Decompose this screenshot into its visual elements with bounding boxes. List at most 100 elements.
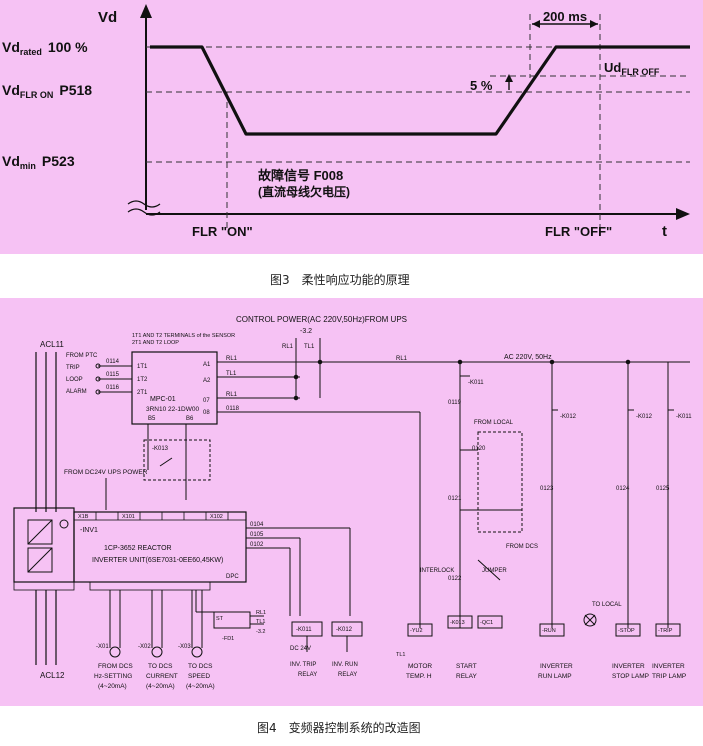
svg-text:0102: 0102 bbox=[250, 542, 264, 548]
svg-text:-X03: -X03 bbox=[178, 644, 191, 650]
svg-text:B6: B6 bbox=[186, 416, 194, 422]
voltage-curve bbox=[150, 45, 690, 136]
inverter-led-icon bbox=[59, 519, 69, 529]
svg-text:-X02: -X02 bbox=[138, 644, 151, 650]
svg-text:A2: A2 bbox=[203, 378, 211, 384]
svg-text:(4~20mA): (4~20mA) bbox=[98, 683, 127, 690]
svg-text:CURRENT: CURRENT bbox=[146, 673, 178, 680]
ladder-coil-tags: -YU2 -K013 -QC1 -RUN -STOP -TRIP TL1 bbox=[396, 620, 673, 658]
rectifier-diag bbox=[27, 519, 53, 545]
contact-labels: -K011 -K012 -K012 -K011 0119 0120 0121 0… bbox=[448, 380, 692, 582]
svg-text:0114: 0114 bbox=[106, 359, 120, 365]
inverter-line-1: 1CP-3652 REACTOR bbox=[104, 545, 172, 552]
svg-text:TL1: TL1 bbox=[226, 371, 237, 377]
delay-arrow-right bbox=[590, 20, 598, 28]
svg-text:TO DCS: TO DCS bbox=[148, 663, 173, 670]
percent-arrow-up bbox=[505, 74, 513, 82]
ptc-input-labels: FROM PTC TRIP LOOP ALARM bbox=[66, 353, 98, 395]
inverter-name: -INV1 bbox=[80, 527, 98, 534]
svg-text:0118: 0118 bbox=[226, 406, 240, 412]
ud-off-label: UdFLR OFF bbox=[604, 60, 660, 77]
svg-text:RL1: RL1 bbox=[282, 344, 294, 350]
svg-text:-K011: -K011 bbox=[468, 380, 484, 386]
svg-text:RELAY: RELAY bbox=[298, 672, 317, 678]
to-local-label: TO LOCAL bbox=[592, 602, 622, 608]
axis-break-mark bbox=[127, 200, 161, 216]
from-dcs-label: FROM DCS bbox=[506, 544, 538, 550]
ladder-labels: MOTOR TEMP. H START RELAY INVERTER RUN L… bbox=[406, 663, 686, 680]
svg-text:-RUN: -RUN bbox=[542, 628, 556, 634]
delay-arrow-left bbox=[532, 20, 540, 28]
svg-text:-YU2: -YU2 bbox=[410, 628, 423, 634]
svg-text:0123: 0123 bbox=[540, 486, 554, 492]
control-power-title: CONTROL POWER(AC 220V,50Hz)FROM UPS bbox=[236, 315, 407, 324]
svg-text:-K011: -K011 bbox=[676, 414, 692, 420]
svg-text:0116: 0116 bbox=[106, 385, 120, 391]
svg-text:0121: 0121 bbox=[448, 496, 462, 502]
x-axis-label: t bbox=[662, 223, 667, 240]
fault-signal-label: 故障信号 F008 bbox=[258, 168, 343, 183]
svg-text:FROM DCS: FROM DCS bbox=[98, 663, 133, 670]
ptc-wires bbox=[95, 363, 132, 395]
svg-text:0122: 0122 bbox=[448, 576, 462, 582]
svg-text:TEMP. H: TEMP. H bbox=[406, 673, 432, 680]
ladder-coils bbox=[407, 615, 681, 637]
inverter-dpc: DPC bbox=[226, 574, 239, 580]
st-block bbox=[195, 590, 264, 629]
svg-text:0124: 0124 bbox=[616, 486, 630, 492]
figure3-background bbox=[0, 0, 703, 254]
control-power-sub: -3.2 bbox=[300, 328, 312, 335]
svg-text:RL1: RL1 bbox=[256, 610, 266, 616]
delay-label: 200 ms bbox=[543, 9, 587, 24]
svg-text:A1: A1 bbox=[203, 362, 211, 368]
svg-text:DC 24V: DC 24V bbox=[290, 646, 311, 652]
svg-text:INVERTER: INVERTER bbox=[652, 663, 685, 670]
x-axis-arrow bbox=[676, 208, 690, 220]
mpc-note-1: 1T1 AND T2 TERMINALS of the SENSOR bbox=[132, 333, 235, 339]
inverter-diag bbox=[27, 547, 53, 573]
svg-text:0105: 0105 bbox=[250, 532, 264, 538]
svg-text:(4~20mA): (4~20mA) bbox=[186, 683, 215, 690]
from-local-label: FROM LOCAL bbox=[474, 420, 514, 426]
inverter-symbol bbox=[27, 547, 53, 573]
inverter-line-2: INVERTER UNIT(6SE7031-0EE60,45KW) bbox=[92, 557, 223, 564]
svg-text:X1B: X1B bbox=[78, 514, 89, 520]
percent-label: 5 % bbox=[470, 78, 493, 93]
ac-supply-label: AC 220V, 50Hz bbox=[504, 354, 552, 361]
inverter-wire-numbers: 0104 0105 0102 bbox=[250, 522, 264, 548]
svg-text:RUN LAMP: RUN LAMP bbox=[538, 673, 572, 680]
svg-text:RL1: RL1 bbox=[226, 392, 238, 398]
svg-text:Hz-SETTING: Hz-SETTING bbox=[94, 673, 132, 680]
st-labels: ST RL1 TL1 -3.2 -FD1 bbox=[216, 610, 266, 642]
mpc-name: MPC-01 bbox=[150, 396, 176, 403]
svg-text:X101: X101 bbox=[122, 514, 135, 520]
inverter-output-wires bbox=[246, 527, 351, 616]
svg-text:-3.2: -3.2 bbox=[256, 629, 265, 635]
svg-text:STOP LAMP: STOP LAMP bbox=[612, 673, 649, 680]
figure3-caption: 图3 柔性响应功能的原理 bbox=[270, 273, 410, 287]
flr-off-label: FLR "OFF" bbox=[545, 224, 612, 239]
svg-text:-STOP: -STOP bbox=[618, 628, 635, 634]
svg-text:08: 08 bbox=[203, 410, 210, 416]
analog-io-labels: FROM DCS Hz-SETTING (4~20mA) TO DCS CURR… bbox=[94, 663, 215, 690]
relay-coils bbox=[291, 621, 363, 652]
flr-on-label: FLR "ON" bbox=[192, 224, 253, 239]
analog-io-wires bbox=[109, 590, 203, 658]
dc24-label: FROM DC24V UPS POWER bbox=[64, 469, 148, 476]
svg-text:INV. TRIP: INV. TRIP bbox=[290, 662, 316, 668]
svg-text:1T2: 1T2 bbox=[137, 377, 148, 383]
svg-text:-QC1: -QC1 bbox=[480, 620, 493, 626]
y-axis-arrow bbox=[140, 4, 152, 18]
inverter-terminal-strip bbox=[13, 511, 247, 591]
svg-text:RELAY: RELAY bbox=[456, 673, 477, 680]
figure4-panel: CONTROL POWER(AC 220V,50Hz)FROM UPS -3.2… bbox=[0, 298, 703, 706]
acl-bottom-label: ACL12 bbox=[40, 671, 65, 680]
mpc-relay-box bbox=[131, 351, 218, 425]
svg-text:LOOP: LOOP bbox=[66, 377, 83, 383]
acl-top-label: ACL11 bbox=[40, 340, 64, 349]
figure4-caption: 图4 变频器控制系统的改造图 bbox=[257, 721, 421, 735]
svg-text:0120: 0120 bbox=[472, 446, 486, 452]
svg-text:INVERTER: INVERTER bbox=[612, 663, 645, 670]
